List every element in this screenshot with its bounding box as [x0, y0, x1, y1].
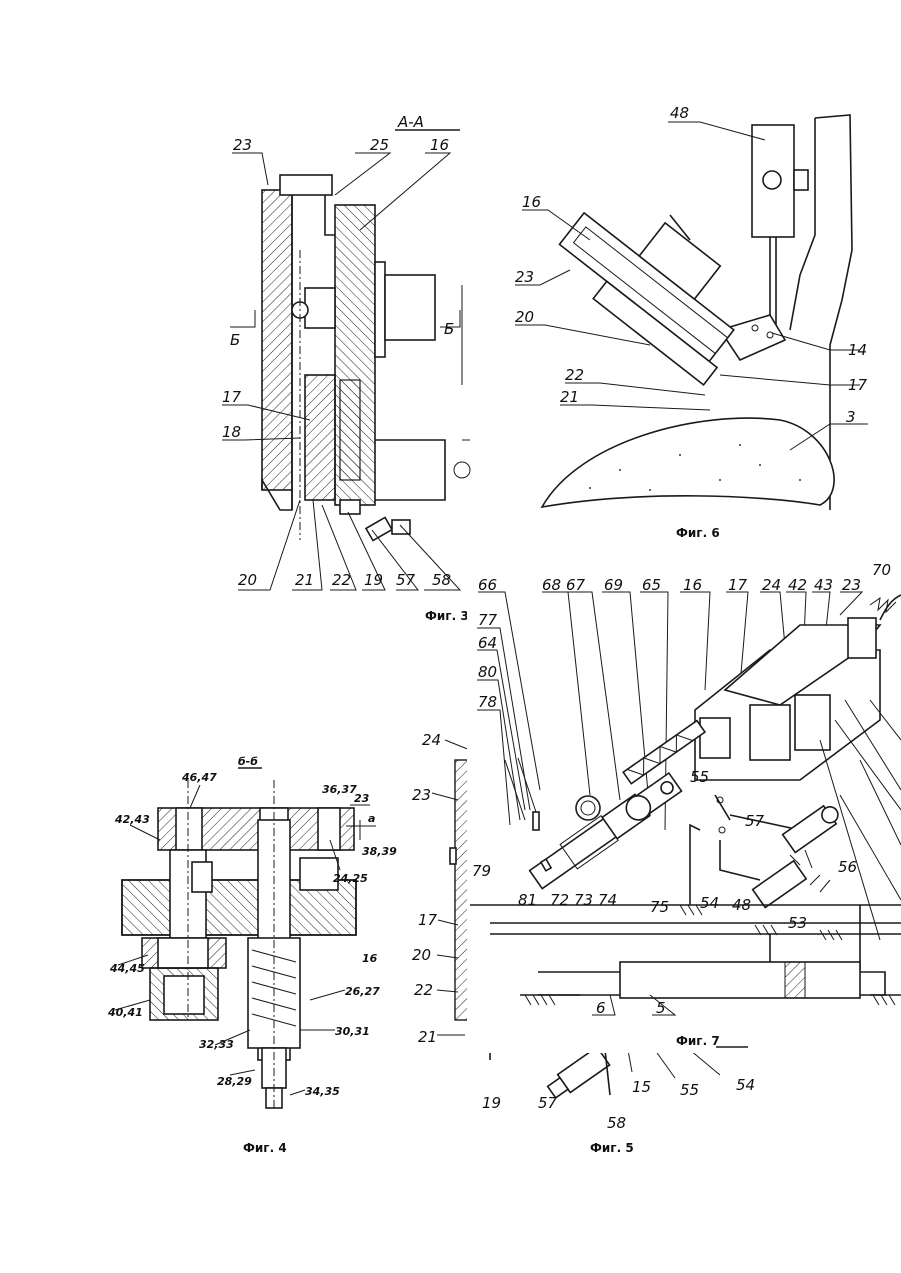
fig7-label: 16 [683, 576, 702, 594]
fig5-label: 15 [632, 1078, 651, 1096]
fig7-label: 57 [745, 812, 765, 830]
fig4-body [115, 768, 376, 1110]
fig3-label: 21 [295, 571, 314, 589]
fig4-label: 34,35 [305, 1085, 340, 1098]
fig7-label: 54 [700, 894, 719, 912]
fig6-label: 20 [515, 308, 534, 326]
fig7-label: 48 [732, 896, 751, 914]
fig7-label: 24 [762, 576, 781, 594]
fig5-label: 23 [412, 786, 431, 804]
figure-6: 48 16 23 20 22 21 14 17 3 Фиг. 6 [515, 104, 868, 540]
figure-4: б-б 46,47 42,43 36,37 23 a 38,39 24,25 1… [107, 755, 397, 1155]
fig5-label: 55 [680, 1081, 699, 1099]
fig4-label: a [368, 812, 375, 825]
fig4-label: 32,33 [199, 1038, 234, 1051]
fig4-label: 38,39 [362, 845, 397, 858]
fig5-label: 21 [418, 1028, 437, 1046]
fig6-label: 14 [848, 341, 867, 359]
fig3-label: 58 [432, 571, 451, 589]
fig3-section-mark-left: Б [230, 331, 240, 349]
fig3-label: 18 [222, 423, 241, 441]
fig4-label: 24,25 [333, 872, 368, 885]
fig7-label: 75 [650, 898, 669, 916]
fig6-caption: Фиг. 6 [676, 526, 720, 540]
fig3-label: 19 [364, 571, 383, 589]
fig4-label: 30,31 [335, 1025, 370, 1038]
fig4-label: 42,43 [114, 813, 150, 826]
fig7-label: 53 [788, 914, 807, 932]
fig7-label: 77 [478, 611, 498, 629]
fig3-label: 17 [222, 388, 242, 406]
fig4-section-title: б-б [238, 755, 258, 768]
fig7-label: 70 [872, 561, 891, 579]
fig7-label: 6 [596, 999, 606, 1017]
fig5-label: 20 [412, 946, 431, 964]
fig6-label: 17 [848, 376, 868, 394]
fig3-label: 57 [396, 571, 416, 589]
fig4-label: 40,41 [107, 1006, 143, 1019]
fig7-label: 66 [478, 576, 497, 594]
fig7-label: 67 [566, 576, 586, 594]
fig3-label: 22 [332, 571, 351, 589]
fig6-label: 22 [565, 366, 584, 384]
fig7-label: 68 [542, 576, 561, 594]
fig6-label: 48 [670, 104, 689, 122]
fig7-label: 5 [656, 999, 666, 1017]
fig7-label: 23 [842, 576, 861, 594]
fig5-label: 24 [422, 731, 441, 749]
fig7-label: 69 [604, 576, 623, 594]
fig7-label: 43 [814, 576, 833, 594]
fig7-label: 81 [518, 891, 537, 909]
fig3-section-title: A-A [397, 113, 424, 131]
fig7-label: 72 [550, 891, 569, 909]
fig7-label: 78 [478, 693, 497, 711]
fig6-body [515, 115, 868, 510]
fig6-label: 16 [522, 193, 541, 211]
fig3-label: 25 [370, 136, 389, 154]
fig3-section-mark-right: Б [444, 320, 454, 338]
fig7-label: 55 [690, 768, 709, 786]
fig4-label: 46,47 [181, 771, 217, 784]
fig4-label: 23 [354, 792, 370, 805]
fig3-label: 20 [238, 571, 257, 589]
fig7-label: 79 [472, 862, 491, 880]
figure-7: 66 68 67 69 65 16 17 24 42 43 23 70 77 6… [467, 553, 901, 1053]
fig3-label: 16 [430, 136, 449, 154]
fig7-label: 74 [598, 891, 617, 909]
fig5-label: 57 [538, 1094, 558, 1112]
fig7-label: 64 [478, 634, 497, 652]
fig7-label: 56 [838, 858, 857, 876]
fig3-label: 23 [233, 136, 252, 154]
fig5-label: 58 [607, 1114, 626, 1132]
fig4-label: 26,27 [345, 985, 380, 998]
fig7-label: 73 [574, 891, 593, 909]
fig5-caption: Фиг. 5 [590, 1141, 634, 1155]
fig5-label: 19 [482, 1094, 501, 1112]
fig3-body [222, 130, 470, 590]
fig7-label: 42 [788, 576, 807, 594]
fig3-caption: Фиг. 3 [425, 609, 469, 623]
fig4-caption: Фиг. 4 [243, 1141, 287, 1155]
fig5-label: 22 [414, 981, 433, 999]
fig5-label: 17 [418, 911, 438, 929]
fig5-label: 54 [736, 1076, 755, 1094]
fig7-label: 65 [642, 576, 661, 594]
fig7-label: 17 [728, 576, 748, 594]
fig7-label: 80 [478, 663, 497, 681]
fig4-label: 28,29 [217, 1075, 252, 1088]
fig4-label: 44,45 [109, 962, 145, 975]
fig7-caption: Фиг. 7 [676, 1034, 720, 1048]
fig6-label: 21 [560, 388, 579, 406]
fig6-label: 3 [846, 408, 856, 426]
fig6-label: 23 [515, 268, 534, 286]
fig4-label: 36,37 [322, 783, 357, 796]
figure-3: A-A 23 25 16 17 18 20 21 22 19 57 58 Б Б… [222, 113, 470, 623]
fig4-label: 16 [362, 952, 378, 965]
